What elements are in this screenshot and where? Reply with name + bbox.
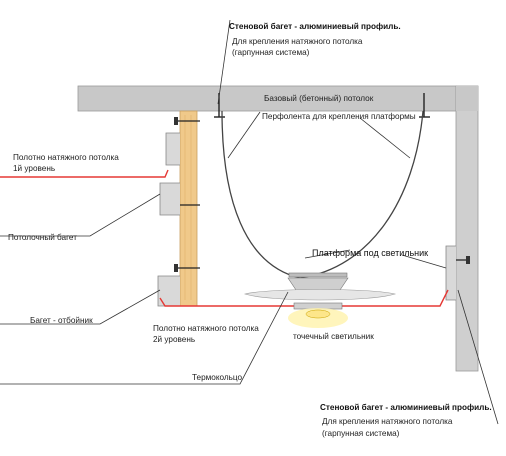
platform [288,272,348,278]
leader-perfotape-left [227,111,261,159]
ceiling-level1-line2: 1й уровень [13,164,55,173]
concrete-ceiling-slab [77,85,457,112]
ceiling-molding-label: Потолочный багет [8,233,77,242]
wooden-beam [179,110,198,307]
aluminium-profile-top [165,132,180,166]
spotlight [305,309,331,319]
screw-top [174,117,200,125]
ceiling-level2-line1: Полотно натяжного потолка [153,324,259,333]
bottom-profile-line2: (гарпунная система) [322,429,400,438]
bottom-profile-title: Стеновой багет - алюминиевый профиль. [320,402,492,412]
screw-bottom [174,264,200,272]
leader-top-profile [217,19,231,105]
right-wall-top [456,86,478,111]
leader-platform-right [401,254,447,269]
ceiling-molding-profile [159,182,180,216]
ceiling-level1-line1: Полотно натяжного потолка [13,153,119,162]
top-profile-line2: (гарпунная система) [232,48,310,57]
bottom-profile-line1: Для крепления натяжного потолка [322,417,453,426]
leader-platform [304,249,351,259]
leader-wall-profile [457,289,499,425]
right-wall [455,85,479,372]
leader-ceiling-molding [0,193,161,237]
aluminium-profile-wall [445,245,456,301]
thermo-ring-label: Термокольцо [192,373,243,382]
base-ceiling-label: Базовый (бетонный) потолок [264,94,374,103]
lamp-housing [243,289,397,301]
bumper-molding-label: Багет - отбойник [30,316,93,325]
leader-thermo-ring [0,291,289,385]
top-profile-title: Стеновой багет - алюминиевый профиль. [229,21,401,31]
bumper-molding-profile [157,275,180,307]
platform-label: Платформа под светильник [312,248,428,258]
perfotape-label: Перфолента для крепления платформы [262,112,416,121]
spotlight-label: точечный светильник [293,332,374,341]
top-profile-line1: Для крепления натяжного потолка [232,37,363,46]
leader-perfotape-right [359,117,411,159]
leader-bumper-molding [0,289,161,325]
ceiling-level2-line2: 2й уровень [153,335,195,344]
membrane-level-1 [0,169,169,178]
platform-cone [287,277,349,291]
